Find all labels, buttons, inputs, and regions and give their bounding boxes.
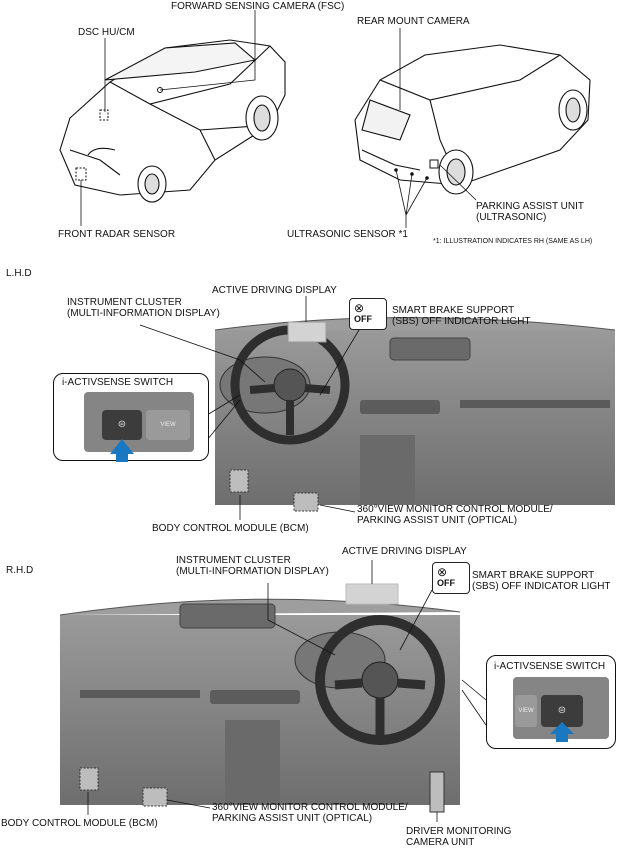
- label-footnote: *1: ILLUSTRATION INDICATES RH (SAME AS L…: [433, 238, 593, 245]
- lhd-view-button[interactable]: VIEW: [146, 410, 190, 440]
- label-front-radar: FRONT RADAR SENSOR: [58, 229, 176, 240]
- rhd-label-monitor-module: 360°VIEW MONITOR CONTROL MODULE/ PARKING…: [212, 802, 408, 824]
- label-fsc: FORWARD SENSING CAMERA (FSC): [171, 1, 345, 12]
- rhd-leader-lines: [87, 560, 487, 822]
- rhd-view-button[interactable]: VIEW: [515, 695, 537, 727]
- lhd-switch-button[interactable]: ⊜: [102, 410, 142, 440]
- rhd-label-driver-monitor: DRIVER MONITORING CAMERA UNIT: [406, 826, 512, 848]
- rhd-switch-button[interactable]: ⊜: [541, 695, 583, 727]
- label-parking-assist-ultrasonic: PARKING ASSIST UNIT (ULTRASONIC): [476, 201, 584, 223]
- lhd-dashboard-drawing: [214, 317, 616, 512]
- lhd-label-sbs-light: SMART BRAKE SUPPORT (SBS) OFF INDICATOR …: [392, 305, 531, 327]
- rhd-section-title: R.H.D: [6, 565, 34, 576]
- lhd-sbs-off-icon: ⊗ OFF: [349, 298, 387, 330]
- lhd-label-instrument-cluster: INSTRUMENT CLUSTER (MULTI-INFORMATION DI…: [67, 297, 220, 319]
- rhd-dashboard-drawing: [59, 598, 461, 813]
- rhd-sbs-off-icon: ⊗ OFF: [432, 562, 470, 594]
- label-rear-camera: REAR MOUNT CAMERA: [357, 16, 470, 27]
- front-car-drawing: [59, 39, 286, 203]
- lhd-label-monitor-module: 360°VIEW MONITOR CONTROL MODULE/ PARKING…: [357, 504, 553, 526]
- rhd-label-bcm: BODY CONTROL MODULE (BCM): [1, 818, 158, 829]
- lhd-label-active-display: ACTIVE DRIVING DISPLAY: [212, 285, 337, 296]
- rhd-switch-panel: VIEW ⊜: [513, 677, 609, 739]
- top-leader-lines: [80, 10, 477, 228]
- rhd-label-active-display: ACTIVE DRIVING DISPLAY: [342, 546, 467, 557]
- lhd-label-bcm: BODY CONTROL MODULE (BCM): [152, 523, 309, 534]
- rhd-label-sbs-light: SMART BRAKE SUPPORT (SBS) OFF INDICATOR …: [472, 570, 611, 592]
- rhd-label-instrument-cluster: INSTRUMENT CLUSTER (MULTI-INFORMATION DI…: [176, 555, 329, 577]
- label-ultrasonic-sensor: ULTRASONIC SENSOR *1: [287, 229, 408, 240]
- lhd-section-title: L.H.D: [6, 268, 32, 279]
- lhd-switch-panel: ⊜ VIEW: [84, 392, 194, 452]
- lhd-switch-title: i-ACTIVSENSE SWITCH: [62, 377, 174, 388]
- rear-car-drawing: [354, 44, 591, 195]
- lhd-leader-lines: [139, 296, 363, 520]
- label-dsc: DSC HU/CM: [78, 27, 135, 38]
- rhd-switch-title: i-ACTIVSENSE SWITCH: [494, 661, 606, 672]
